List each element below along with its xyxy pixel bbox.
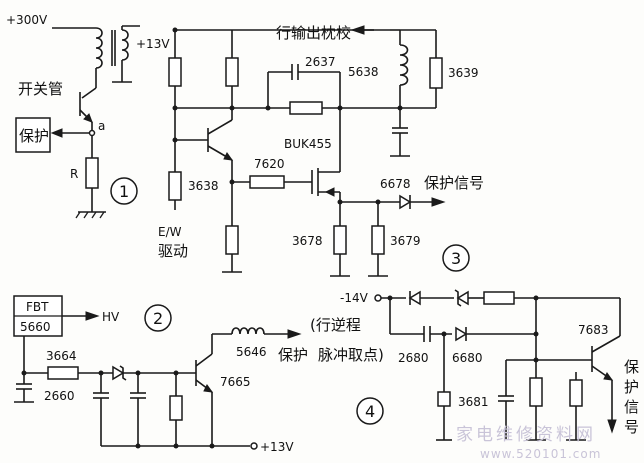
label-6678: 6678 — [380, 177, 411, 191]
label-protect-signal-v4: 号 — [624, 418, 639, 436]
label-drive: 驱动 — [158, 242, 188, 260]
label-circle-4: 4 — [365, 402, 375, 421]
label-neg14v: -14V — [340, 291, 369, 305]
label-7683: 7683 — [578, 323, 609, 337]
label-fbt-5660: 5660 — [20, 320, 51, 334]
label-7620: 7620 — [254, 157, 285, 171]
label-fbt: FBT — [26, 300, 49, 314]
label-6680: 6680 — [452, 351, 483, 365]
watermark-url: www.520101.com — [480, 447, 601, 461]
panel-4-neg14v — [374, 289, 621, 441]
label-5638: 5638 — [348, 65, 379, 79]
panel-1-switch-protection — [15, 25, 140, 219]
label-2637: 2637 — [305, 55, 336, 69]
label-3664: 3664 — [46, 349, 77, 363]
watermark-text: 家电维修资料网 — [456, 425, 596, 445]
label-3678: 3678 — [292, 234, 323, 248]
label-circle-2: 2 — [153, 309, 163, 328]
label-flyback: (行逆程 — [310, 316, 361, 334]
label-3639: 3639 — [448, 66, 479, 80]
label-7665: 7665 — [220, 375, 251, 389]
label-r: R — [70, 167, 78, 181]
label-13v-top: +13V — [136, 37, 170, 51]
label-buk455: BUK455 — [284, 137, 332, 151]
panel-3-ew-drive — [168, 25, 470, 277]
label-node-a: a — [98, 119, 105, 133]
label-protect-signal-v2: 护 — [624, 378, 639, 396]
label-circle-1: 1 — [119, 182, 129, 201]
label-line-output: 行输出枕校 — [276, 24, 351, 42]
label-switch-transistor: 开关管 — [18, 80, 63, 98]
label-300v: +300V — [6, 13, 48, 27]
labels: +300V +13V 开关管 保护 a R 1 行输出枕校 2637 5638 … — [6, 13, 639, 461]
label-3681: 3681 — [458, 395, 489, 409]
label-protect-signal-v3: 信 — [624, 398, 639, 416]
label-3638: 3638 — [188, 179, 219, 193]
label-5646: 5646 — [236, 345, 267, 359]
label-13v-bottom: +13V — [260, 440, 294, 454]
label-pulse-pickup: 脉冲取点) — [318, 346, 384, 364]
label-2660: 2660 — [44, 389, 75, 403]
label-2680: 2680 — [398, 351, 429, 365]
label-protect-signal-v1: 保 — [624, 358, 639, 376]
label-3679: 3679 — [390, 234, 421, 248]
label-hv: HV — [102, 310, 120, 324]
label-circle-3: 3 — [451, 249, 461, 268]
label-protect-2: 保护 — [278, 346, 308, 364]
panel-2-fbt — [13, 295, 384, 450]
label-ew: E/W — [158, 225, 182, 239]
label-protect-signal-1: 保护信号 — [424, 174, 484, 192]
label-protect-box: 保护 — [19, 127, 49, 145]
